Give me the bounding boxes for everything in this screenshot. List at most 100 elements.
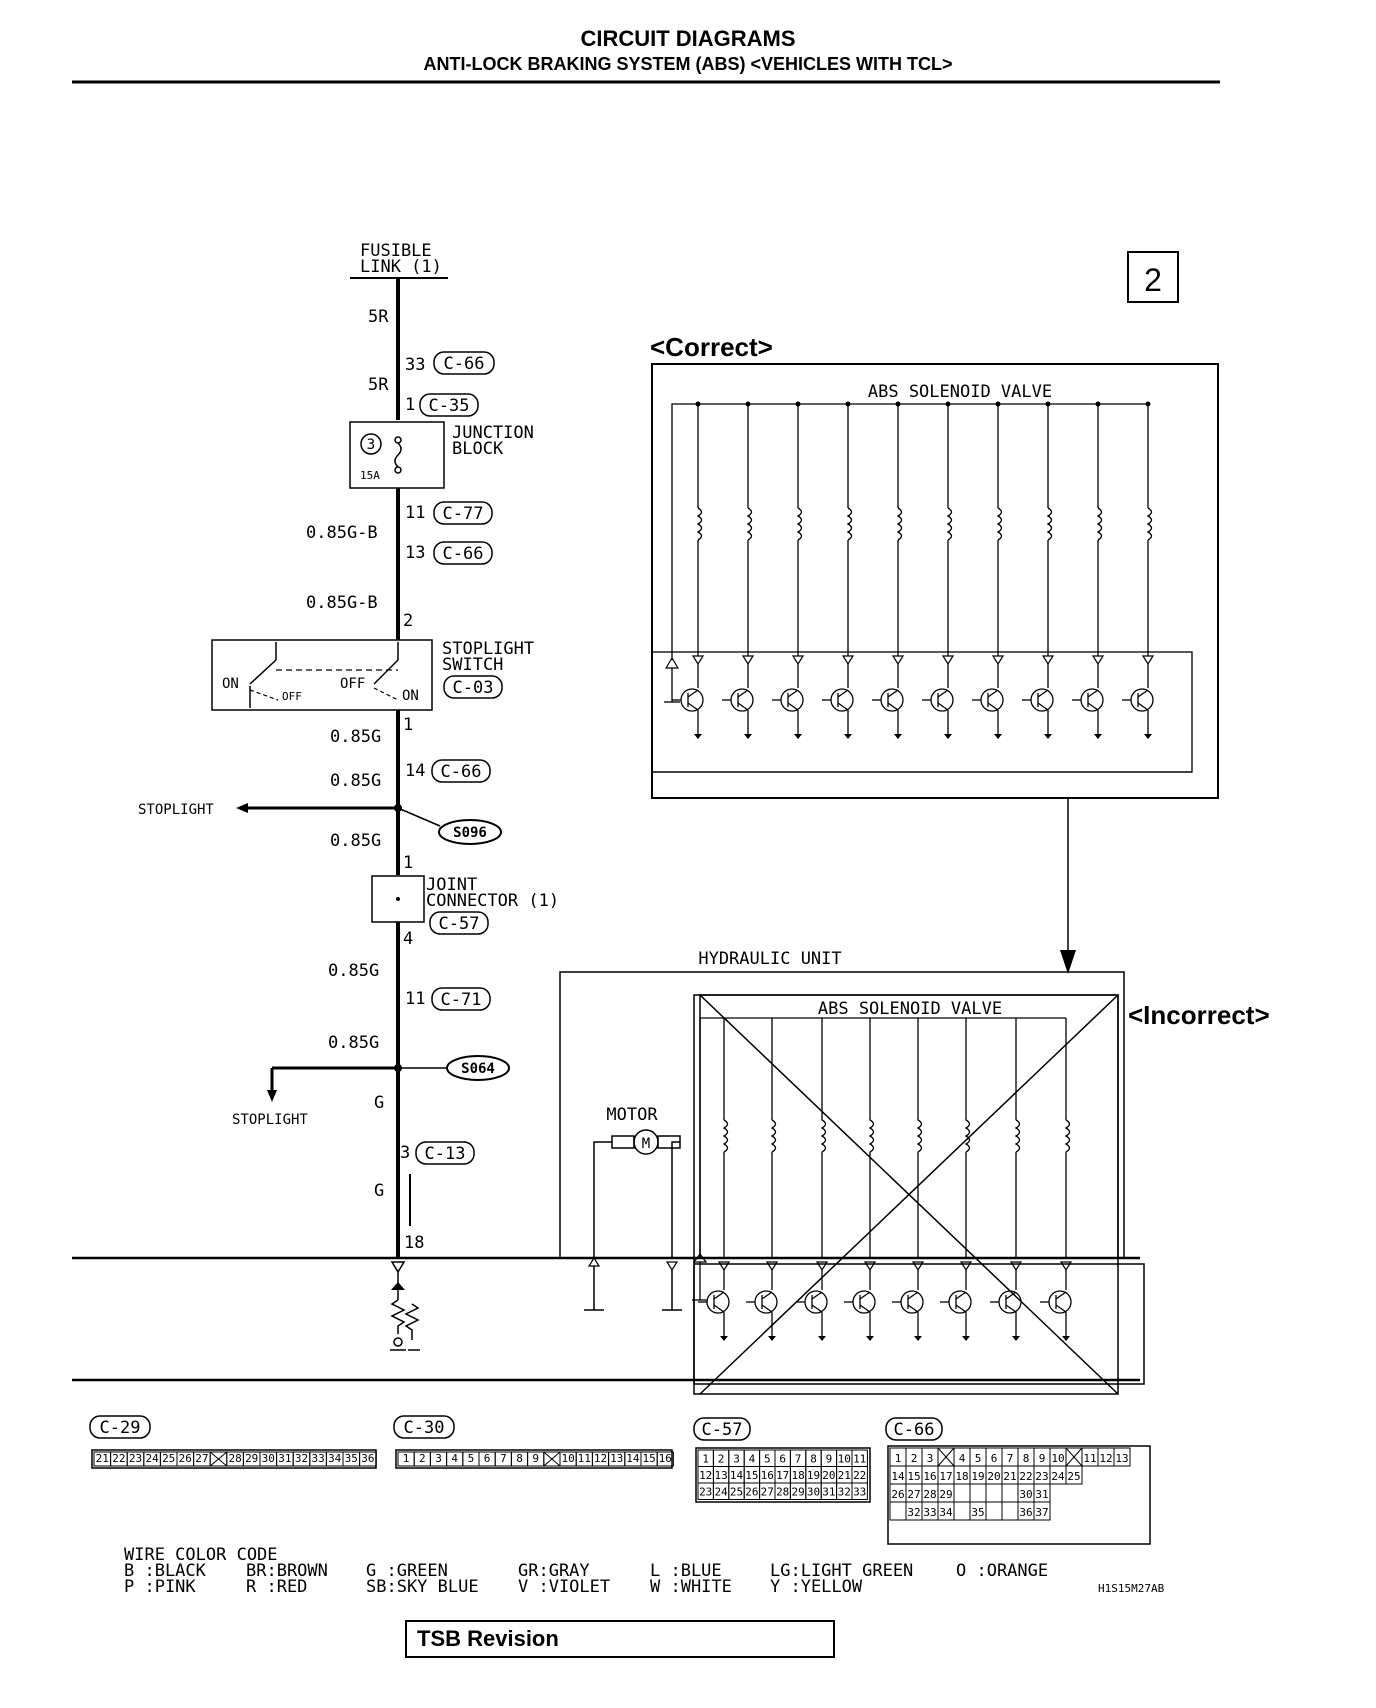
connector-pin-number: 34: [328, 1452, 342, 1465]
wire-label-085g-3: 0.85G: [330, 831, 381, 851]
connector-pin-number: 6: [484, 1452, 491, 1465]
connector-c03: C-03: [453, 678, 494, 698]
junction-label-2: BLOCK: [452, 439, 504, 459]
incorrect-valve-group: [692, 1017, 1073, 1341]
legend-w: W :WHITE: [650, 1577, 732, 1597]
connector-c35: C-35: [429, 396, 470, 416]
connector-pin-cell: [889, 1501, 907, 1521]
connector-pin-number: 19: [807, 1469, 820, 1482]
connector-pin-number: 4: [451, 1452, 458, 1465]
page-subtitle: ANTI-LOCK BRAKING SYSTEM (ABS) <VEHICLES…: [423, 54, 953, 74]
connector-pin-cell: [953, 1501, 971, 1521]
connector-pin-cell: [1001, 1501, 1019, 1521]
connector-pin-number: 15: [642, 1452, 655, 1465]
stoplight-switch: [211, 639, 433, 711]
transistor-symbol: [1130, 688, 1154, 712]
pin-33: 33: [405, 355, 425, 375]
connector-pin-number: 26: [891, 1488, 904, 1501]
transistor-symbol: [948, 1290, 972, 1314]
legend-lg: LG:LIGHT GREEN: [770, 1561, 913, 1581]
switch-on-label-1: ON: [222, 676, 239, 692]
transistor-symbol: [1030, 688, 1054, 712]
wire-label-085g-4: 0.85G: [328, 961, 379, 981]
connector-c57-a: C-57: [439, 914, 480, 934]
connector-pin-number: 29: [245, 1452, 258, 1465]
connector-pin-number: 36: [361, 1452, 374, 1465]
pin-18: 18: [404, 1233, 424, 1253]
connector-pin-cell: [969, 1483, 987, 1503]
splice-s064: S064: [461, 1061, 495, 1077]
connector-pin-number: 25: [162, 1452, 175, 1465]
pin-3: 3: [400, 1143, 410, 1163]
connector-pin-number: 13: [610, 1452, 623, 1465]
connector-pin-number: 32: [907, 1506, 920, 1519]
connector-pin-number: 1: [403, 1452, 410, 1465]
connector-c57-face: [695, 1447, 871, 1503]
connector-pin-number: 6: [779, 1453, 786, 1466]
switch-label-2: SWITCH: [442, 655, 503, 675]
connector-c66-a: C-66: [444, 354, 485, 374]
fusible-label-1: FUSIBLE: [360, 241, 432, 261]
connector-pin-number: 7: [795, 1453, 802, 1466]
transistor-symbol: [880, 688, 904, 712]
connector-pin-number: 1: [702, 1453, 709, 1466]
wire-label-g-1: G: [374, 1093, 384, 1113]
pin-11-a: 11: [405, 503, 425, 523]
legend-v: V :VIOLET: [518, 1577, 610, 1597]
tsb-revision-box: TSB Revision: [405, 1620, 835, 1658]
connector-pin-number: 12: [594, 1452, 607, 1465]
legend-sb: SB:SKY BLUE: [366, 1577, 479, 1597]
incorrect-driver-box: [693, 1263, 1145, 1385]
connector-pin-number: 18: [955, 1470, 968, 1483]
connector-pin-number: 5: [764, 1453, 771, 1466]
solenoid-coil: [770, 1119, 777, 1153]
connector-c13: C-13: [425, 1144, 466, 1164]
connector-pin-number: 25: [730, 1486, 743, 1499]
incorrect-valve-label: ABS SOLENOID VALVE: [818, 999, 1002, 1019]
legend-r: R :RED: [246, 1577, 307, 1597]
solenoid-coil: [846, 507, 853, 541]
solenoid-coil: [820, 1119, 827, 1153]
solenoid-coil: [746, 507, 753, 541]
connector-pin-number: 31: [822, 1486, 835, 1499]
legend-gr: GR:GRAY: [518, 1561, 590, 1581]
legend-l: L :BLUE: [650, 1561, 722, 1581]
connector-pin-number: 27: [761, 1486, 774, 1499]
connector-pin-number: 10: [561, 1452, 574, 1465]
connector-pin-number: 23: [699, 1486, 712, 1499]
connector-pin-number: 6: [991, 1452, 998, 1465]
connector-pin-number: 7: [500, 1452, 507, 1465]
connector-pin-number: 5: [468, 1452, 475, 1465]
left-circuit: FUSIBLE LINK (1) 5R 33 C-66 5R 1 C-35 3 …: [138, 241, 559, 1351]
connector-pin-number: 15: [745, 1469, 758, 1482]
connector-pin-number: 10: [838, 1453, 851, 1466]
connector-pin-number: 13: [1115, 1452, 1128, 1465]
legend-title: WIRE COLOR CODE: [124, 1545, 278, 1565]
connector-pin-cell: [359, 1451, 377, 1467]
connector-pin-number: 18: [791, 1469, 804, 1482]
connector-pin-number: 17: [939, 1470, 952, 1483]
connector-pin-number: 24: [1051, 1470, 1065, 1483]
connector-pin-number: 24: [145, 1452, 159, 1465]
connector-pin-number: 22: [1019, 1470, 1032, 1483]
connector-c30-label: C-30: [404, 1418, 445, 1438]
switch-on-label-2: ON: [402, 688, 419, 704]
page-title: CIRCUIT DIAGRAMS: [580, 26, 796, 51]
connector-pin-number: 3: [733, 1453, 740, 1466]
connector-pin-number: 11: [578, 1452, 591, 1465]
connector-pin-number: 4: [959, 1452, 966, 1465]
connector-pin-cell: [851, 1482, 868, 1500]
joint-label-1: JOINT: [426, 875, 477, 895]
splice-s096: S096: [453, 825, 487, 841]
connector-c77: C-77: [443, 504, 484, 524]
cross-out-line-2: [699, 994, 1119, 1395]
wire-label-5r-1: 5R: [368, 307, 389, 327]
correct-label: <Correct>: [650, 332, 773, 362]
connector-c66-b: C-66: [443, 544, 484, 564]
connector-pin-number: 16: [923, 1470, 936, 1483]
connector-pin-cell: [985, 1483, 1003, 1503]
connector-pin-number: 21: [96, 1452, 109, 1465]
transistor-symbol: [900, 1290, 924, 1314]
pin-2: 2: [403, 611, 413, 631]
